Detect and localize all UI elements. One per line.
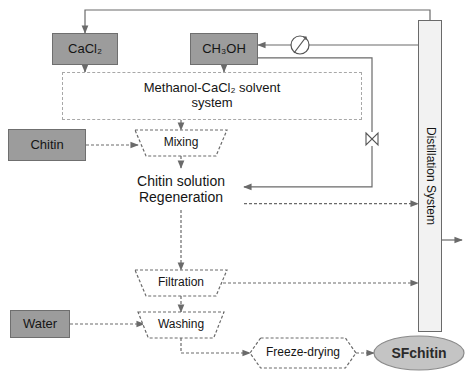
process-text: Chitin solution Regeneration	[118, 168, 244, 210]
flow-arrow	[258, 44, 418, 45]
node-label: Water	[23, 317, 57, 332]
outlet-arrow	[442, 240, 462, 241]
flow-arrow	[181, 338, 250, 353]
process-trapezoid: Mixing	[135, 130, 227, 156]
node-label: Distillation System	[423, 127, 437, 225]
node-label: Chitin solution Regeneration	[125, 173, 237, 205]
flow-arrow	[180, 296, 181, 312]
node-label: CH₃OH	[202, 42, 246, 57]
node-label: CaCl₂	[68, 42, 102, 57]
process-hexagon: Freeze-drying	[250, 338, 356, 368]
process-trapezoid: Filtration	[135, 270, 227, 296]
product-ellipse: SFchitin	[374, 336, 464, 370]
flow-arrow	[85, 10, 430, 33]
node-label: Filtration	[158, 276, 204, 290]
condenser-symbol	[291, 36, 309, 54]
valve-symbol	[366, 132, 378, 146]
flow-arrow	[223, 282, 418, 283]
flow-arrow	[180, 120, 181, 130]
material-box: Water	[10, 310, 70, 338]
flow-arrow	[223, 65, 224, 72]
reagent-box: CaCl₂	[52, 33, 118, 65]
flow-arrow	[70, 323, 144, 324]
distillation-band: Distillation System	[418, 20, 442, 332]
material-box: Chitin	[8, 129, 86, 161]
node-label: Chitin	[30, 138, 63, 153]
node-label: Mixing	[164, 136, 199, 150]
node-label: SFchitin	[391, 345, 446, 361]
flow-arrow	[84, 65, 85, 72]
flow-arrow	[180, 156, 181, 168]
flow-arrow	[244, 203, 418, 204]
node-label: Washing	[158, 318, 204, 332]
process-trapezoid: Washing	[138, 312, 224, 338]
solvent-system-box: Methanol-CaCl₂ solvent system	[62, 72, 362, 120]
node-label: Freeze-drying	[266, 346, 340, 360]
flow-arrow	[356, 352, 374, 353]
flow-arrow	[86, 144, 138, 145]
node-label: Methanol-CaCl₂ solvent system	[137, 81, 287, 111]
reagent-box: CH₃OH	[190, 33, 258, 65]
flow-arrow	[180, 210, 181, 270]
